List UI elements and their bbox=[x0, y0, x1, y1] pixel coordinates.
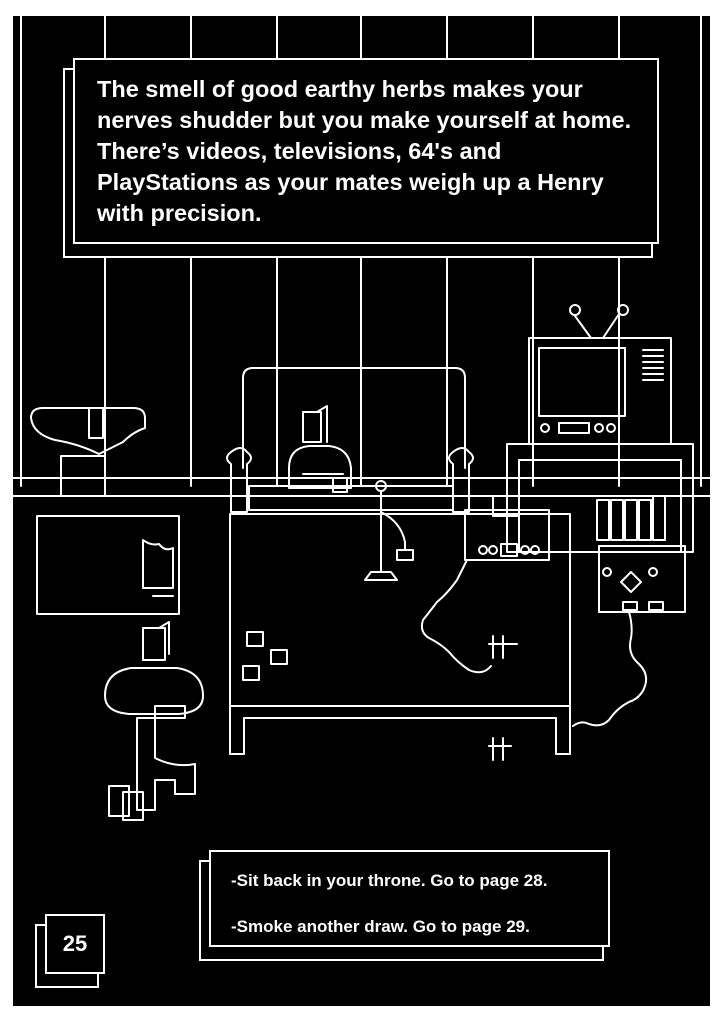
character-sofa bbox=[289, 406, 351, 492]
narration-box: The smell of good earthy herbs makes you… bbox=[73, 58, 659, 244]
choice-smoke-another[interactable]: -Smoke another draw. Go to page 29. bbox=[231, 917, 530, 936]
sofa bbox=[227, 368, 473, 512]
character-front bbox=[105, 622, 203, 820]
television bbox=[529, 305, 671, 444]
character-left bbox=[31, 408, 179, 614]
coffee-table bbox=[230, 514, 570, 754]
page-number: 25 bbox=[62, 931, 88, 956]
controller-cables bbox=[422, 560, 646, 760]
comic-panel: The smell of good earthy herbs makes you… bbox=[13, 16, 710, 1006]
narration-text: The smell of good earthy herbs makes you… bbox=[97, 76, 632, 226]
choices-box: -Sit back in your throne. Go to page 28.… bbox=[209, 850, 610, 947]
tv-cabinet bbox=[507, 444, 693, 552]
choice-sit-back[interactable]: -Sit back in your throne. Go to page 28. bbox=[231, 871, 548, 890]
bong bbox=[365, 481, 413, 580]
n64-console bbox=[599, 546, 685, 612]
page-number-box: 25 bbox=[45, 914, 105, 974]
skirting-board bbox=[13, 478, 710, 496]
playstation-console bbox=[465, 496, 549, 560]
